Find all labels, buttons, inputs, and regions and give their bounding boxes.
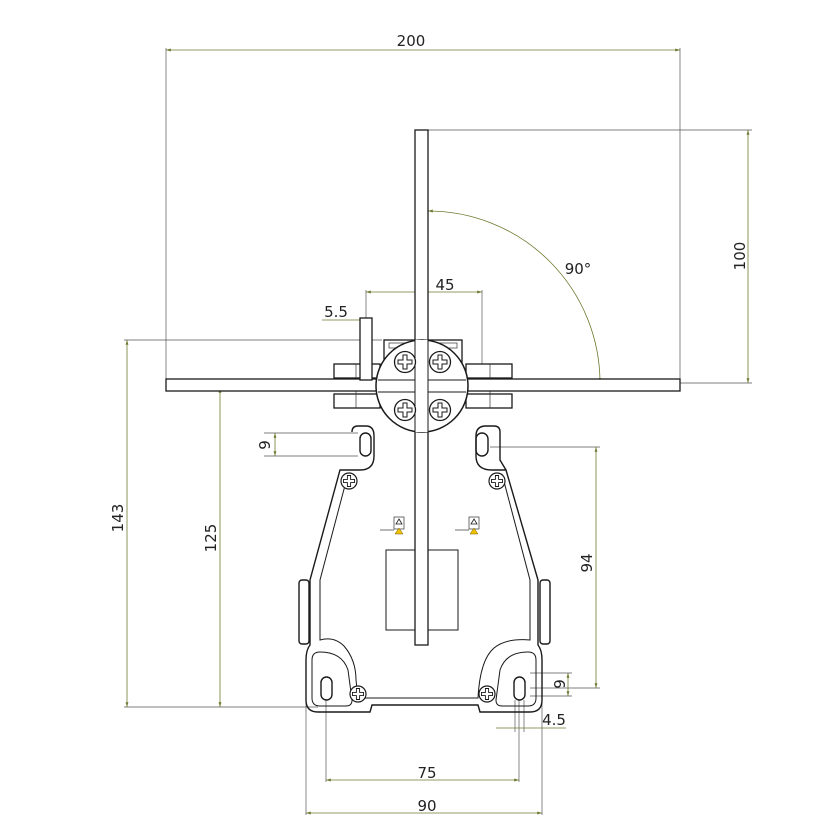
- dim-94-label: 94: [578, 553, 596, 572]
- dim-5-5-label: 5.5: [324, 303, 348, 321]
- head-block-left-low: [333, 393, 381, 409]
- head-block-right-low: [465, 393, 513, 409]
- head-block-left: [333, 363, 381, 379]
- dim-90deg-arc: [427, 209, 602, 384]
- phillips-screw-icon: [340, 472, 358, 490]
- dim-45-label: 45: [435, 276, 454, 294]
- bottom-left-slot: [320, 676, 333, 701]
- warning-label-icon: [380, 516, 405, 535]
- dim-75-label: 75: [417, 764, 436, 782]
- head-block-right: [465, 363, 513, 379]
- dim-125-label: 125: [202, 524, 220, 553]
- phillips-screw-icon: [428, 350, 452, 374]
- extension-lines: [124, 48, 752, 815]
- dim-9-bottom-label: 9: [551, 679, 569, 689]
- warning-label-icon: [455, 516, 480, 535]
- dim-200-label: 200: [397, 32, 426, 50]
- dim-90-label: 90: [417, 797, 436, 815]
- phillips-screw-icon: [349, 685, 367, 703]
- top-left-slot: [359, 432, 372, 457]
- dim-143-label: 143: [109, 504, 127, 533]
- dim-4-5-label: 4.5: [542, 711, 566, 729]
- right-side-boss: [539, 579, 551, 645]
- housing-outline: [305, 425, 543, 713]
- plunger-rod: [359, 317, 373, 381]
- phillips-screw-icon: [488, 472, 506, 490]
- dimension-lines: [125, 48, 750, 815]
- phillips-screw-icon: [393, 350, 417, 374]
- dim-100-label: 100: [731, 242, 749, 271]
- left-side-boss: [298, 579, 310, 645]
- phillips-screw-icon: [478, 685, 496, 703]
- bottom-right-ear: [495, 651, 537, 707]
- phillips-screw-icon: [393, 398, 417, 422]
- dimension-labels: 200 100 45 5.5 90° 143 125 9 94 9 4.5 75…: [109, 32, 749, 815]
- dim-9-top-label: 9: [256, 440, 274, 450]
- bottom-left-ear: [311, 651, 353, 707]
- phillips-screw-icon: [428, 398, 452, 422]
- bottom-right-slot: [513, 676, 526, 701]
- dim-90deg-label: 90°: [565, 260, 592, 278]
- lever-hub: [375, 339, 469, 433]
- top-right-slot: [475, 432, 489, 457]
